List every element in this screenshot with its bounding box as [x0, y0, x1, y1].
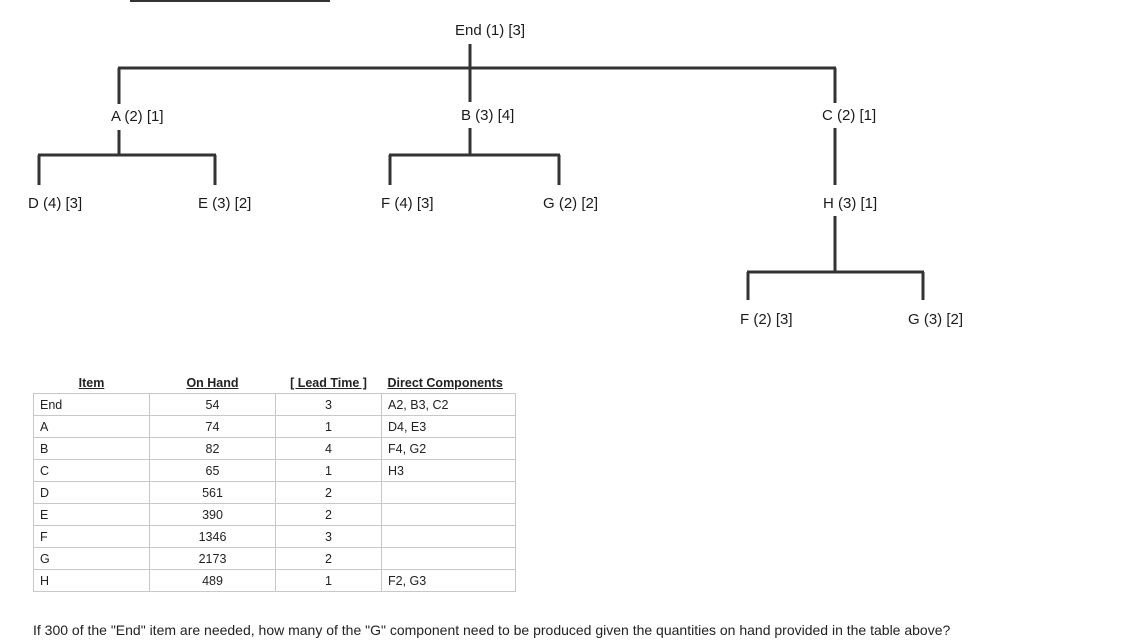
cell-on-hand: 74 [149, 415, 276, 438]
table-row: D 561 2 [33, 481, 516, 504]
tree-node-g-under-b: G (2) [2] [543, 195, 598, 212]
cell-lead-time: 2 [275, 547, 382, 570]
tree-node-label: C (2) [1] [822, 107, 877, 124]
cell-item: D [33, 481, 150, 504]
cell-item: H [33, 569, 150, 592]
tree-node-end: End (1) [3] [455, 22, 525, 39]
cell-on-hand: 54 [149, 393, 276, 416]
tree-node-label: G (3) [2] [908, 311, 964, 328]
cell-on-hand: 65 [149, 459, 276, 482]
cell-item: E [33, 503, 150, 526]
tree-node-e: E (3) [2] [198, 195, 251, 212]
tree-node-f-under-b: F (4) [3] [381, 195, 434, 212]
tree-node-label: D (4) [3] [28, 195, 83, 212]
table-row: B 82 4 F4, G2 [33, 437, 516, 460]
table-row: G 2173 2 [33, 547, 516, 570]
cell-on-hand: 489 [149, 569, 276, 592]
cell-lead-time: 2 [275, 503, 382, 526]
cell-components [381, 547, 516, 570]
cell-on-hand: 1346 [149, 525, 276, 548]
bom-table-head: Item On Hand [ Lead Time ] Direct Compon… [34, 373, 516, 394]
table-header-row: Item On Hand [ Lead Time ] Direct Compon… [34, 373, 516, 394]
table-row: H 489 1 F2, G3 [33, 569, 516, 592]
tree-node-c: C (2) [1] [822, 107, 876, 124]
tree-node-f-under-h: F (2) [3] [740, 311, 793, 328]
tree-node-g-under-h: G (3) [2] [908, 311, 963, 328]
tree-node-label: H (3) [1] [823, 195, 878, 212]
tree-node-label: G (2) [2] [543, 195, 599, 212]
cell-components [381, 525, 516, 548]
tree-node-b: B (3) [4] [461, 107, 514, 124]
tree-node-label: End (1) [3] [455, 22, 526, 39]
tree-node-label: F (4) [3] [381, 195, 434, 212]
top-rule [130, 0, 330, 2]
tree-connector-lines [37, 44, 925, 300]
cell-components [381, 481, 516, 504]
cell-components: A2, B3, C2 [381, 393, 516, 416]
bom-table: Item On Hand [ Lead Time ] Direct Compon… [33, 373, 516, 592]
cell-components: D4, E3 [381, 415, 516, 438]
cell-item: F [33, 525, 150, 548]
cell-lead-time: 3 [275, 393, 382, 416]
cell-components: F4, G2 [381, 437, 516, 460]
cell-item: B [33, 437, 150, 460]
cell-item: G [33, 547, 150, 570]
tree-node-a: A (2) [1] [111, 108, 164, 125]
tree-node-label: F (2) [3] [740, 311, 793, 328]
tree-node-label: E (3) [2] [198, 195, 252, 212]
cell-lead-time: 1 [275, 569, 382, 592]
cell-item: A [33, 415, 150, 438]
th-item-label: Item [78, 376, 105, 390]
table-row: C 65 1 H3 [33, 459, 516, 482]
table-row: F 1346 3 [33, 525, 516, 548]
tree-node-label: A (2) [1] [111, 108, 164, 125]
th-on-hand: On Hand [150, 373, 276, 394]
th-on-hand-label: On Hand [186, 376, 239, 390]
table-row: End 54 3 A2, B3, C2 [33, 393, 516, 416]
th-item: Item [34, 373, 150, 394]
cell-lead-time: 1 [275, 459, 382, 482]
cell-item: C [33, 459, 150, 482]
th-direct-components: Direct Components [382, 373, 516, 394]
question-text: If 300 of the "End" item are needed, how… [33, 622, 951, 638]
bom-table-body: End 54 3 A2, B3, C2 A 74 1 D4, E3 B 82 4… [33, 393, 516, 592]
th-lead-time-label: [ Lead Time ] [290, 376, 367, 390]
cell-lead-time: 2 [275, 481, 382, 504]
cell-lead-time: 3 [275, 525, 382, 548]
th-lead-time: [ Lead Time ] [276, 373, 382, 394]
th-direct-components-label: Direct Components [387, 376, 503, 390]
cell-lead-time: 1 [275, 415, 382, 438]
cell-lead-time: 4 [275, 437, 382, 460]
cell-item: End [33, 393, 150, 416]
cell-on-hand: 390 [149, 503, 276, 526]
table-row: E 390 2 [33, 503, 516, 526]
cell-components: H3 [381, 459, 516, 482]
table-row: A 74 1 D4, E3 [33, 415, 516, 438]
cell-on-hand: 82 [149, 437, 276, 460]
bom-tree-diagram: End (1) [3] A (2) [1] B (3) [4] C (2) [1… [28, 22, 963, 328]
tree-node-label: B (3) [4] [461, 107, 515, 124]
tree-node-d: D (4) [3] [28, 195, 82, 212]
cell-on-hand: 2173 [149, 547, 276, 570]
cell-on-hand: 561 [149, 481, 276, 504]
tree-node-h: H (3) [1] [823, 195, 877, 212]
cell-components [381, 503, 516, 526]
cell-components: F2, G3 [381, 569, 516, 592]
